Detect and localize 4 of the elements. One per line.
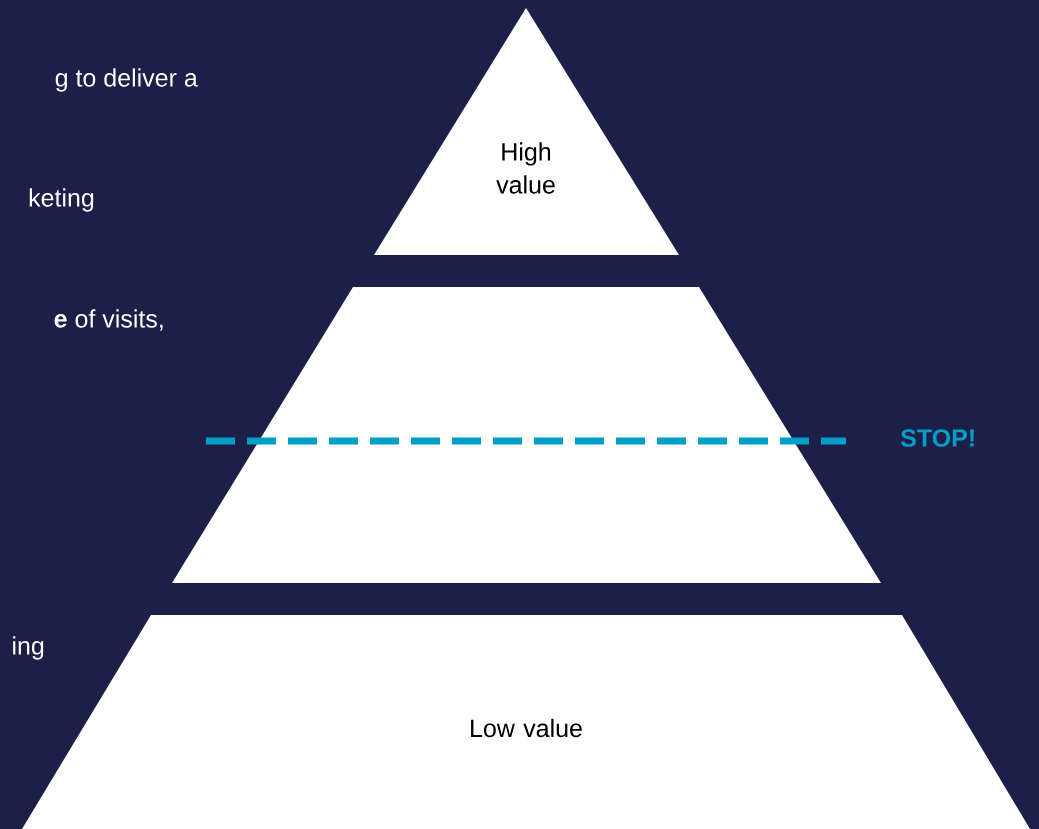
- text-fragment: keting: [29, 188, 94, 212]
- text-fragment: g to deliver a: [55, 68, 198, 92]
- pyramid-tier: High value: [374, 8, 679, 255]
- pyramid-tier: [172, 287, 881, 583]
